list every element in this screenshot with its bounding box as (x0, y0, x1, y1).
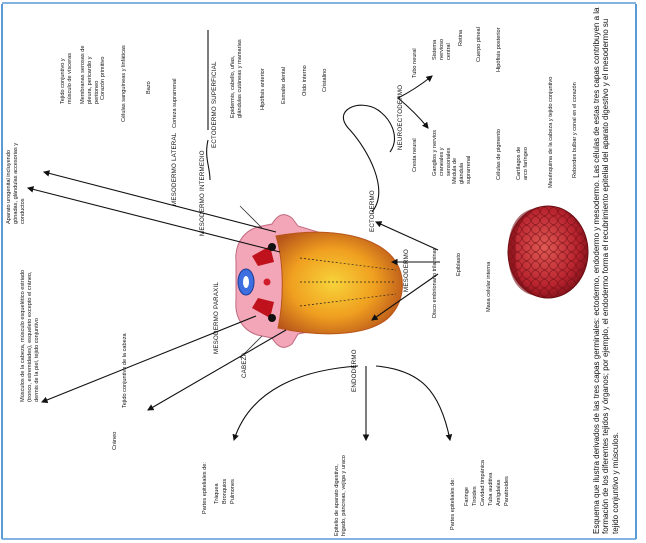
endo-item-tiroides: Tiroides (472, 486, 478, 506)
cabeza-label: CABEZA (241, 352, 248, 378)
neuroectodermo-label: NEUROECTODERMO (397, 84, 404, 150)
cresta-neural-target-1: Ganglios y nervios craneales y sensorial… (432, 129, 452, 176)
ectodermo-label: ECTODERMO (369, 190, 376, 232)
superficial-target-2: Hipófisis anterior (260, 68, 266, 110)
caption: Esquema que ilustra derivados de las tre… (592, 7, 620, 535)
superficial-target-5: Cristalino (322, 68, 328, 92)
endo-epitelial-1-title: Partes epiteliales de: (202, 462, 208, 514)
endo-item-tuba: Tuba auditiva (488, 472, 494, 506)
paraxil-target: Músculos de la cabeza, músculo esqueléti… (20, 269, 40, 402)
mesodermo-paraxil-label: MESODERMO PARAXIL (213, 281, 220, 354)
superficial-target-1: Epidermis, cabello, uñas, glándulas cutá… (230, 39, 243, 118)
lateral-target-3: Corazón primitivo (100, 56, 106, 100)
tubo-neural-target-2: Retina (458, 29, 464, 46)
lateral-target-5: Bazo (146, 81, 152, 94)
tubo-neural-target-1: Sistema nervioso central (432, 38, 452, 60)
cresta-neural-target-3: Células de pigmento (496, 129, 502, 180)
endo-item-paratiroides: Paratiroides (504, 476, 510, 506)
lateral-target-2: Membranas serosas de pleura, pericardio … (80, 45, 100, 104)
mesodermo-lateral-label: MESODERMO LATERAL (171, 132, 178, 206)
cresta-neural-target-6: Rebordes bulbar y conal en el corazón (572, 82, 578, 178)
superficial-target-4: Oído interno (302, 65, 308, 96)
lateral-target-6: Corteza suprarrenal (172, 78, 178, 128)
cresta-neural-target-2: Médula de glándula suprarrenal (452, 155, 472, 184)
lateral-target-1: Tejido conjuntivo y músculo de vísceras (60, 53, 73, 104)
notochord-icon (263, 278, 271, 286)
masa-label: Masa celular interna (486, 261, 492, 312)
ectodermo-superficial-label: ECTODERMO SUPERFICIAL (211, 61, 218, 148)
tubo-neural-label: Tubo neural (412, 48, 418, 78)
endo-item-traquea: Tráquea (214, 483, 220, 504)
lateral-target-4: Células sanguíneas y linfáticas (121, 45, 127, 122)
arrows (26, 29, 453, 442)
tubo-neural-target-3: Cuerpo pineal (476, 27, 482, 62)
trilaminar-disc (235, 205, 403, 359)
mesodermo-label: MESODERMO (403, 248, 410, 292)
cresta-neural-target-4: Cartílagos de arco faríngeo (516, 146, 529, 180)
endo-item-bronquios: Bronquios (222, 478, 228, 504)
endo-digestivo: Epitelio de aparato digestivo, hígado, p… (334, 455, 347, 536)
cabeza-target: Tejido conjuntivo de la cabeza (122, 333, 128, 408)
mesodermo-intermedio-label: MESODERMO INTERMEDIO (199, 150, 206, 236)
superficial-target-3: Esmalte dental (281, 66, 287, 104)
endodermo-label: ENDODERMO (351, 349, 358, 392)
endo-item-faringe: Faringe (464, 487, 470, 506)
cresta-neural-target-5: Mesénquima de la cabeza y tejido conjunt… (548, 76, 554, 188)
endo-item-cavidad: Cavidad timpánica (480, 459, 486, 506)
craneo-label: Cráneo (112, 431, 118, 450)
disco-label: Disco embrionario trilaminar (432, 248, 438, 318)
intermedio-target: Aparato urogenital incluyendo gónadas, g… (6, 142, 26, 224)
cresta-neural-label: Cresta neural (412, 138, 418, 172)
tubo-neural-target-4: Hipófisis posterior (496, 27, 502, 72)
blastocyst (507, 205, 589, 299)
endo-epitelial-2-title: Partes epiteliales de: (450, 478, 456, 530)
epiblasto-label: Epiblasto (456, 252, 462, 276)
endo-item-amigdalas: Amígdalas (496, 479, 502, 506)
endo-item-pulmones: Pulmones (230, 479, 236, 504)
